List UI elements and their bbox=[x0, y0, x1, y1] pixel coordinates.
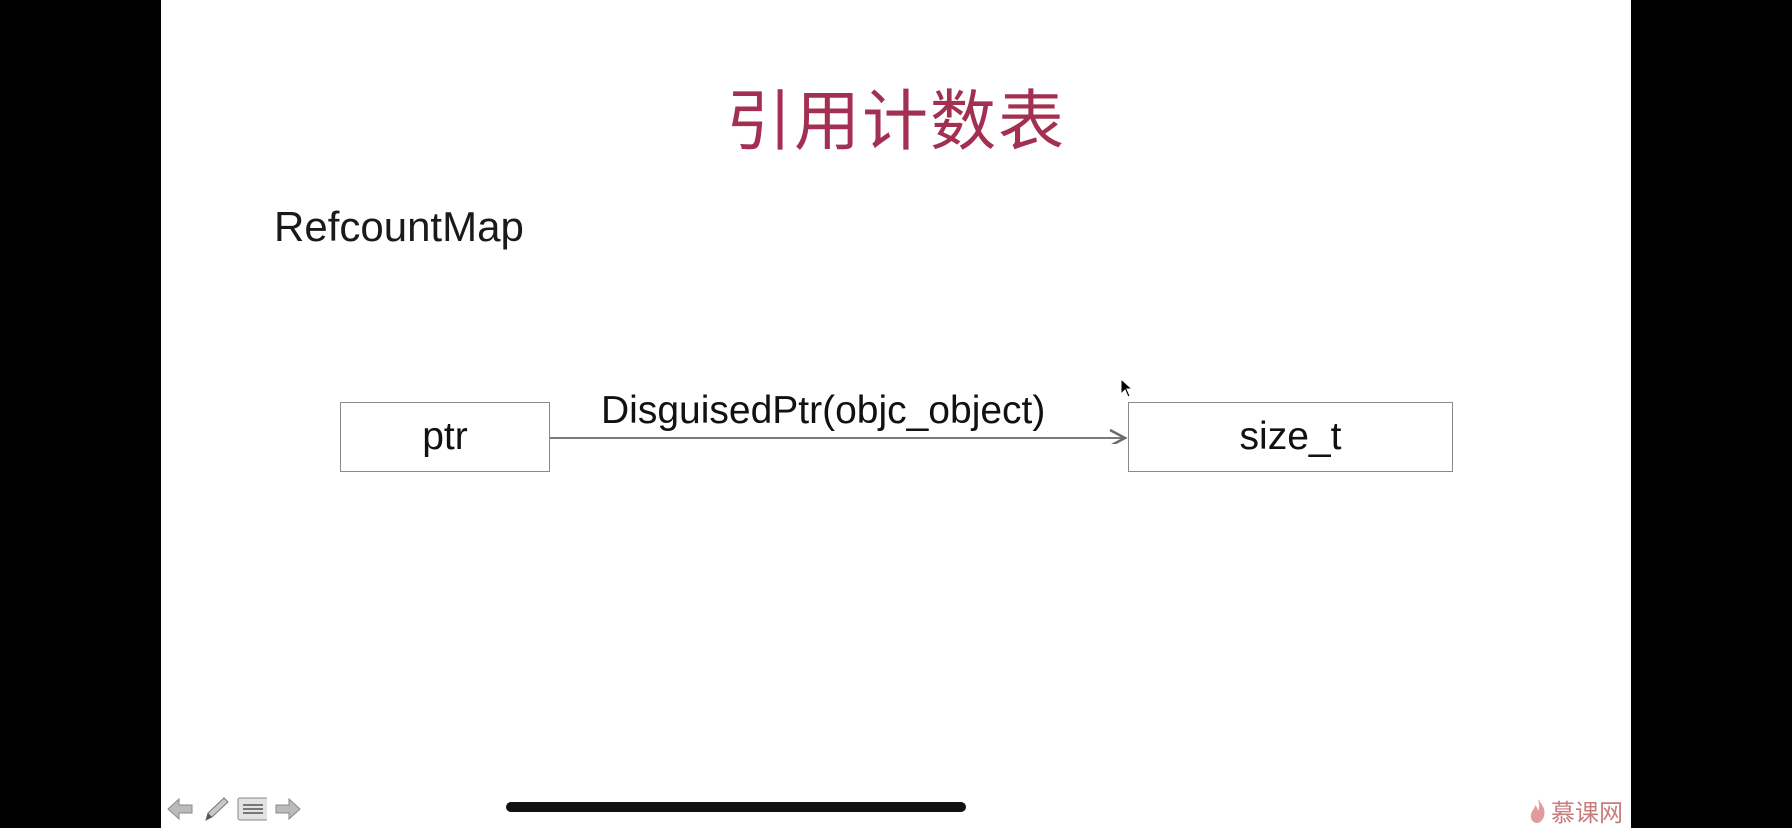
slide-title: 引用计数表 bbox=[726, 83, 1066, 160]
flame-icon bbox=[1530, 798, 1545, 823]
back-arrow-icon[interactable] bbox=[165, 795, 195, 823]
slide-toolbar bbox=[165, 795, 303, 823]
forward-arrow-icon[interactable] bbox=[273, 795, 303, 823]
size-t-box: size_t bbox=[1128, 402, 1453, 472]
home-indicator[interactable] bbox=[506, 802, 966, 812]
menu-icon[interactable] bbox=[237, 795, 267, 823]
imooc-logo: 慕课网 bbox=[1528, 793, 1623, 828]
presentation-slide: 引用计数表 RefcountMap ptr DisguisedPtr(objc_… bbox=[161, 0, 1631, 828]
arrow-label: DisguisedPtr(objc_object) bbox=[601, 389, 1046, 432]
mouse-cursor-icon bbox=[1120, 378, 1134, 398]
mapping-arrow bbox=[550, 428, 1128, 444]
slide-subtitle: RefcountMap bbox=[274, 203, 524, 250]
ptr-box: ptr bbox=[340, 402, 550, 472]
logo-text: 慕课网 bbox=[1551, 799, 1623, 827]
size-t-box-label: size_t bbox=[1239, 415, 1342, 458]
pen-icon[interactable] bbox=[201, 795, 231, 823]
ptr-box-label: ptr bbox=[422, 415, 468, 458]
